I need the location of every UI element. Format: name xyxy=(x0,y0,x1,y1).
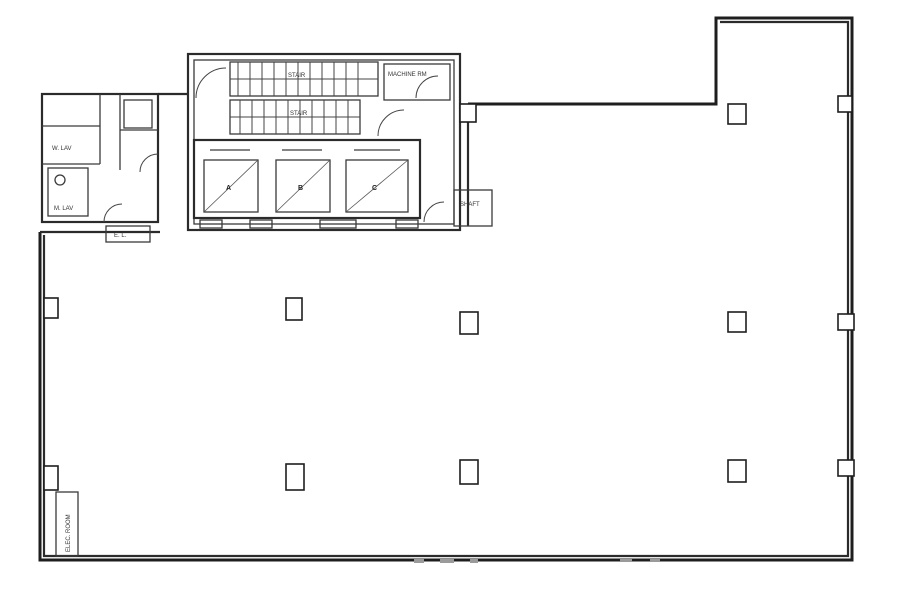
elevator-bank: A B C xyxy=(192,138,422,229)
lav-1-label: W. LAV xyxy=(52,146,72,152)
machine-room-label: MACHINE RM xyxy=(388,72,427,78)
shaft-label: SHAFT xyxy=(460,202,480,208)
scan-artifacts xyxy=(414,559,660,563)
door-swing xyxy=(377,109,405,137)
column xyxy=(837,313,855,331)
column xyxy=(285,297,303,321)
stair-1-label: STAIR xyxy=(288,73,306,79)
column xyxy=(43,465,59,491)
elevator-c-label: C xyxy=(372,185,377,192)
column xyxy=(837,95,853,113)
door-swing xyxy=(423,201,445,223)
column xyxy=(727,311,747,333)
stair-2-label: STAIR xyxy=(290,111,308,117)
door-swing xyxy=(415,75,439,99)
column xyxy=(285,463,305,491)
building-core: STAIR MACHINE RM STAIR xyxy=(186,52,493,232)
machine-room: MACHINE RM xyxy=(383,63,451,101)
door-swing xyxy=(195,67,227,99)
column xyxy=(459,311,479,335)
column xyxy=(727,103,747,125)
structural-columns xyxy=(43,95,855,491)
column xyxy=(459,103,477,123)
column xyxy=(459,459,479,485)
restrooms: W. LAV M. LAV E. L. xyxy=(40,92,188,243)
side-room-label: ELEC. ROOM xyxy=(66,514,72,552)
column xyxy=(837,459,855,477)
column xyxy=(43,297,59,319)
electric-room-label: E. L. xyxy=(114,233,127,239)
side-room: ELEC. ROOM xyxy=(55,491,79,557)
door-swing xyxy=(139,153,159,173)
building-perimeter xyxy=(38,16,854,562)
door-swing xyxy=(103,203,123,223)
stair-1: STAIR xyxy=(229,61,379,97)
elevator-a-label: A xyxy=(226,185,231,192)
column xyxy=(727,459,747,483)
elevator-b-label: B xyxy=(298,185,303,192)
lav-2-label: M. LAV xyxy=(54,206,73,212)
stair-2: STAIR xyxy=(229,99,361,135)
shaft: SHAFT xyxy=(423,189,493,227)
